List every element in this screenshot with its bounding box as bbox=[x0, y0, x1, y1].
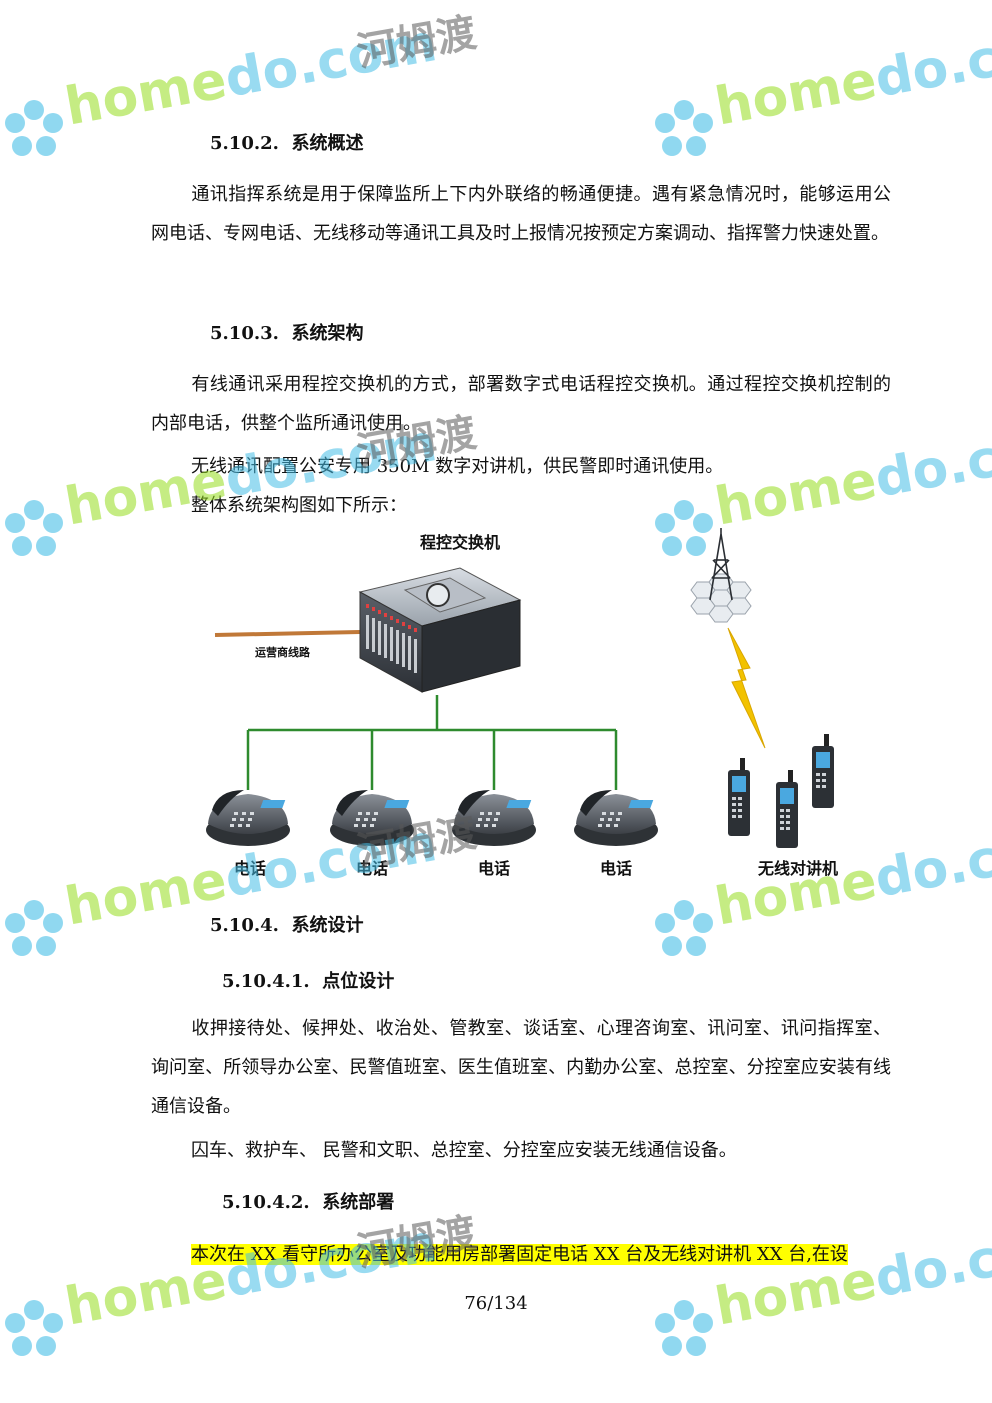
paragraph-wired: 有线通讯采用程控交换机的方式，部署数字式电话程控交换机。通过程控交换机控制的内部… bbox=[151, 374, 891, 434]
phone-4 bbox=[574, 790, 658, 846]
carrier-label: 运营商线路 bbox=[255, 645, 311, 659]
radio-2 bbox=[776, 770, 798, 848]
lightning-icon bbox=[727, 627, 766, 749]
paragraph-deploy: 本次在 XX 看守所办公室及功能用房部署固定电话 XX 台及无线对讲机 XX 台… bbox=[191, 1244, 848, 1265]
paragraph-overview: 通讯指挥系统是用于保障监所上下内外联络的畅通便捷。遇有紧急情况时，能够运用公网电… bbox=[151, 184, 891, 244]
carrier-line bbox=[214, 630, 361, 637]
paragraph-points-wireless: 囚车、救护车、 民警和文职、总控室、分控室应安装无线通信设备。 bbox=[191, 1140, 737, 1161]
antenna-tower-icon bbox=[690, 528, 752, 623]
flower-logo-icon bbox=[5, 100, 63, 156]
paragraph-points-wired: 收押接待处、候押处、收治处、管教室、谈话室、心理咨询室、讯问室、讯问指挥室、询问… bbox=[151, 1018, 891, 1117]
heading-5-10-3: 5.10.3. 系统架构 bbox=[210, 323, 364, 344]
radio-3 bbox=[812, 734, 834, 808]
pbx-switch bbox=[358, 567, 522, 693]
phone-3 bbox=[452, 790, 536, 846]
page-number: 76/134 bbox=[464, 1293, 528, 1314]
flower-logo-icon bbox=[655, 100, 713, 156]
heading-5-10-4: 5.10.4. 系统设计 bbox=[210, 915, 364, 936]
network-lines bbox=[246, 695, 618, 790]
phone-label-3: 电话 bbox=[478, 859, 510, 878]
heading-5-10-2: 5.10.2. 系统概述 bbox=[210, 133, 364, 154]
radio-1 bbox=[728, 758, 750, 836]
flower-logo-icon bbox=[5, 500, 63, 556]
phone-2 bbox=[330, 790, 414, 846]
phone-1 bbox=[206, 790, 290, 846]
paragraph-wireless: 无线通讯配置公安专用 350M 数字对讲机，供民警即时通讯使用。 bbox=[191, 456, 724, 477]
architecture-diagram: 程控交换机 运营商线路 bbox=[206, 528, 838, 878]
phone-label-1: 电话 bbox=[234, 859, 266, 878]
flower-logo-icon bbox=[655, 900, 713, 956]
radio-label: 无线对讲机 bbox=[757, 859, 838, 878]
flower-logo-icon bbox=[5, 900, 63, 956]
paragraph-figure-intro: 整体系统架构图如下所示： bbox=[191, 495, 407, 516]
switch-label: 程控交换机 bbox=[420, 533, 500, 552]
phone-label-4: 电话 bbox=[600, 859, 632, 878]
heading-5-10-4-1: 5.10.4.1. 点位设计 bbox=[222, 971, 395, 992]
phone-label-2: 电话 bbox=[356, 859, 388, 878]
logo-icon bbox=[426, 583, 450, 607]
heading-5-10-4-2: 5.10.4.2. 系统部署 bbox=[222, 1192, 395, 1213]
